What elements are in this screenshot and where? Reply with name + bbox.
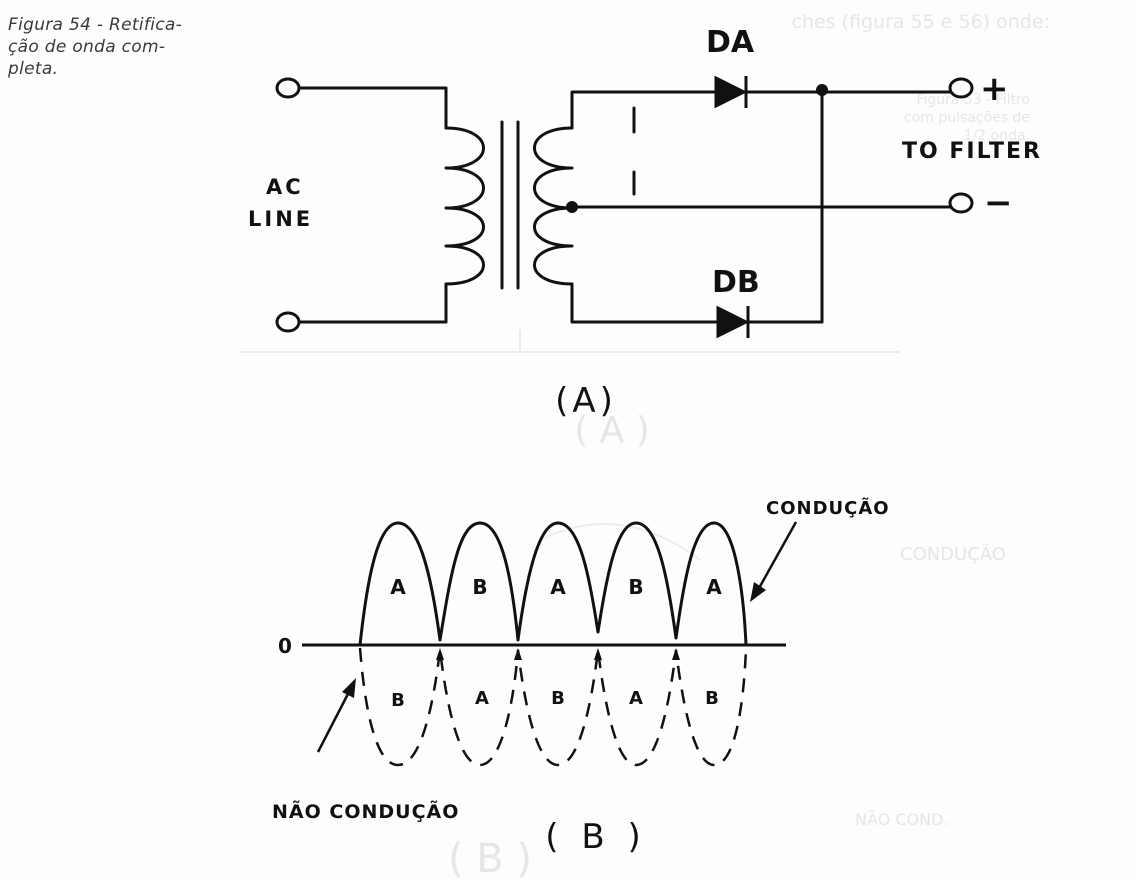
conduction-waveform — [358, 521, 748, 646]
ghost-label-a: ( A ) — [574, 410, 650, 451]
panel-b-label: ( B ) — [545, 817, 646, 857]
crossing-arrows — [436, 648, 680, 660]
junction-center-tap — [566, 201, 578, 213]
secondary-lead-top — [570, 90, 718, 130]
caption-line-3: pleta. — [8, 59, 59, 79]
ghost-top-line: ches (figura 55 e 56) onde: — [792, 11, 1051, 33]
ac-line-label-2: LINE — [248, 207, 313, 231]
lower-half-4: A — [629, 688, 643, 709]
upper-half-4: B — [628, 575, 643, 599]
non-conduction-arrow-icon — [342, 678, 356, 698]
minus-label: − — [984, 183, 1013, 223]
lower-half-3: B — [551, 688, 565, 709]
output-terminal-positive — [948, 77, 974, 99]
non-conduction-pointer — [316, 689, 352, 753]
non-conduction-waveform — [358, 647, 748, 767]
ghost-nao: NÃO COND. — [855, 810, 948, 829]
conduction-label: CONDUÇÃO — [766, 496, 890, 519]
primary-lead-bottom — [297, 282, 448, 324]
lower-half-2: A — [475, 688, 489, 709]
figure-caption: Figura 54 - Retifica- ção de onda com- p… — [8, 14, 248, 80]
ac-terminal-bottom — [275, 311, 301, 333]
ghost-label-b: ( B ) — [448, 836, 532, 880]
diode-b-label: DB — [712, 265, 760, 300]
ghost-conducao: CONDUÇÃO — [900, 543, 1006, 565]
upper-half-3: A — [550, 575, 566, 599]
waveform-b: 0 A B A B A B A B A B CONDUÇÃ — [272, 496, 890, 857]
circuit-a — [275, 77, 974, 333]
secondary-lead-bottom — [570, 282, 720, 324]
junction-output — [816, 84, 828, 96]
caption-line-2: ção de onda com- — [8, 37, 166, 57]
output-terminal-negative — [948, 192, 974, 214]
primary-winding — [444, 126, 485, 286]
plus-label: + — [980, 69, 1009, 109]
bleed-through: ches (figura 55 e 56) onde: Figura 53 - … — [240, 11, 1050, 880]
db-return-wire — [746, 90, 824, 324]
non-conduction-label: NÃO CONDUÇÃO — [272, 799, 459, 823]
ac-line-label-1: AC — [266, 175, 304, 199]
panel-a-label: (A) — [555, 381, 617, 421]
conduction-arrow-icon — [750, 582, 766, 602]
diode-b-icon — [716, 305, 750, 339]
ghost-side-note-1: Figura 53 - Filtro — [916, 92, 1030, 108]
upper-half-1: A — [390, 575, 406, 599]
to-filter-label: TO FILTER — [902, 139, 1042, 164]
conduction-pointer — [756, 521, 798, 591]
zero-label: 0 — [278, 634, 292, 658]
upper-half-5: A — [706, 575, 722, 599]
diode-a-icon — [714, 75, 748, 109]
ghost-side-note-3: 1/2 onda. — [964, 128, 1030, 144]
ac-terminal-top — [275, 77, 301, 99]
upper-half-2: B — [472, 575, 487, 599]
diodes — [714, 75, 750, 339]
diode-a-label: DA — [706, 25, 755, 60]
lower-half-5: B — [705, 688, 719, 709]
caption-line-1: Figura 54 - Retifica- — [8, 15, 183, 35]
ghost-side-note-2: com pulsações de — [904, 110, 1030, 126]
lower-half-1: B — [391, 690, 405, 711]
primary-lead-top — [297, 86, 448, 130]
